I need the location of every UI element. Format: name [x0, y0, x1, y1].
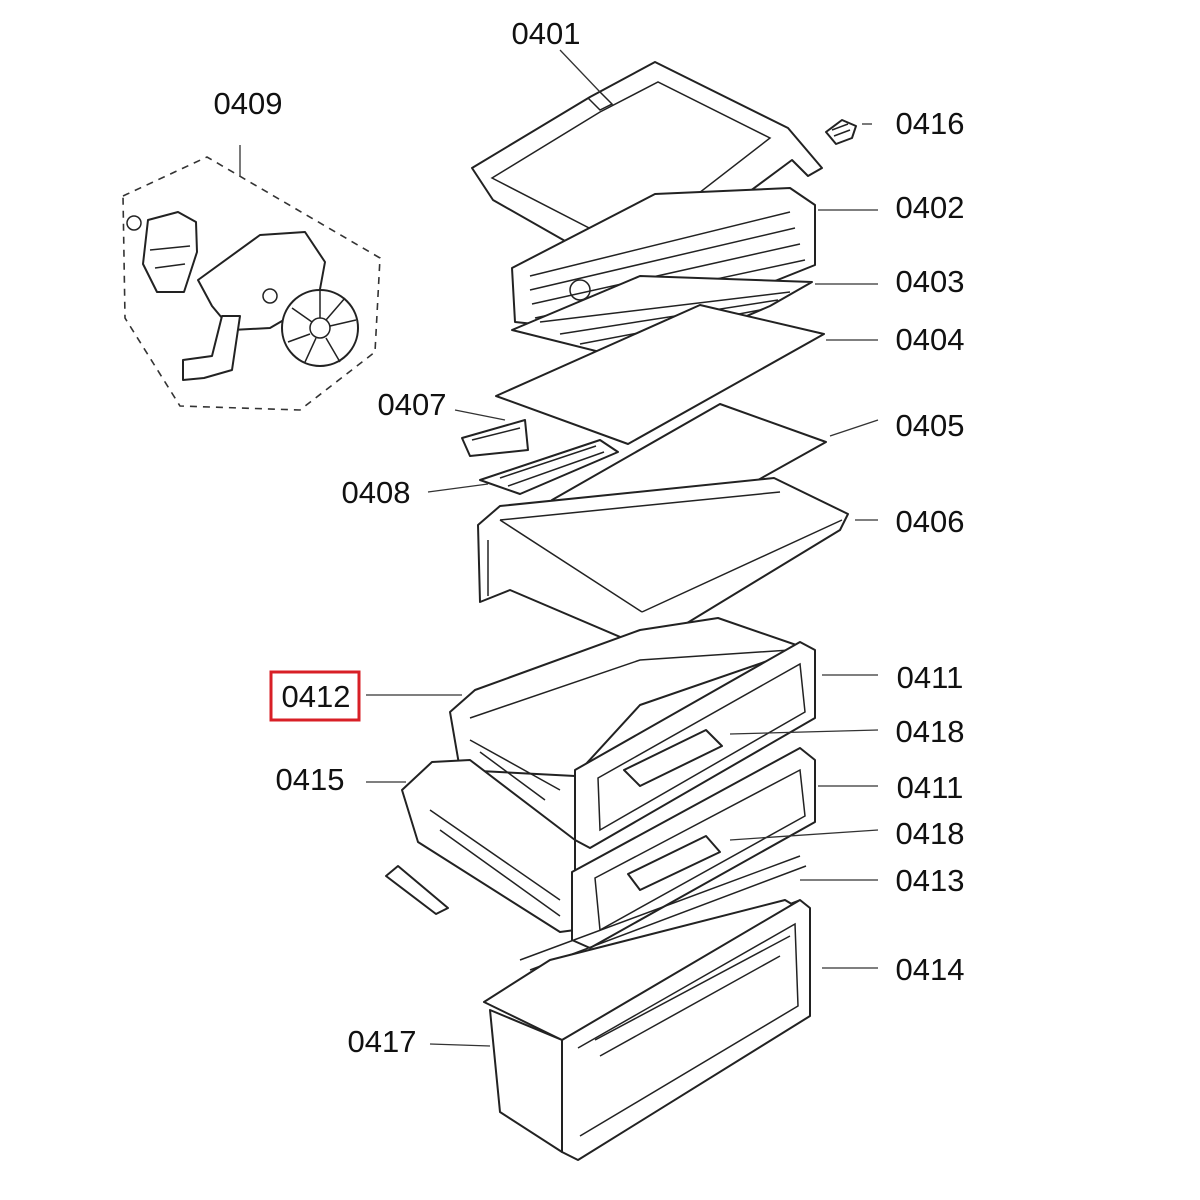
label-0408: 0408 [342, 475, 411, 510]
label-0417: 0417 [348, 1024, 417, 1059]
label-0415: 0415 [276, 762, 345, 797]
bottom-drawer [483, 899, 811, 1161]
label-0413: 0413 [896, 863, 965, 898]
screw-part [825, 119, 857, 145]
label-0401: 0401 [512, 16, 581, 51]
evaporator-plate [495, 304, 825, 445]
sensor-part [461, 419, 529, 457]
label-0418-upper: 0418 [896, 714, 965, 749]
drawer-cover [477, 477, 849, 649]
label-0411-lower: 0411 [897, 770, 964, 805]
lower-drawer-front [571, 747, 816, 949]
label-0412: 0412 [282, 679, 351, 714]
label-0404: 0404 [896, 322, 965, 357]
label-0418-lower: 0418 [896, 816, 965, 851]
label-0407: 0407 [378, 387, 447, 422]
label-0416: 0416 [896, 106, 965, 141]
label-0414: 0414 [896, 952, 965, 987]
label-0403: 0403 [896, 264, 965, 299]
fan-assembly [122, 156, 381, 411]
label-0406: 0406 [896, 504, 965, 539]
label-0409: 0409 [214, 86, 283, 121]
clip-part [479, 439, 619, 495]
label-0405: 0405 [896, 408, 965, 443]
highlight-box [269, 670, 361, 722]
part-labels: 0401 0402 0403 0404 0405 0406 0407 0408 … [214, 16, 965, 1059]
label-0411-upper: 0411 [897, 660, 964, 695]
leader-lines [239, 49, 879, 1047]
label-0402: 0402 [896, 190, 965, 225]
